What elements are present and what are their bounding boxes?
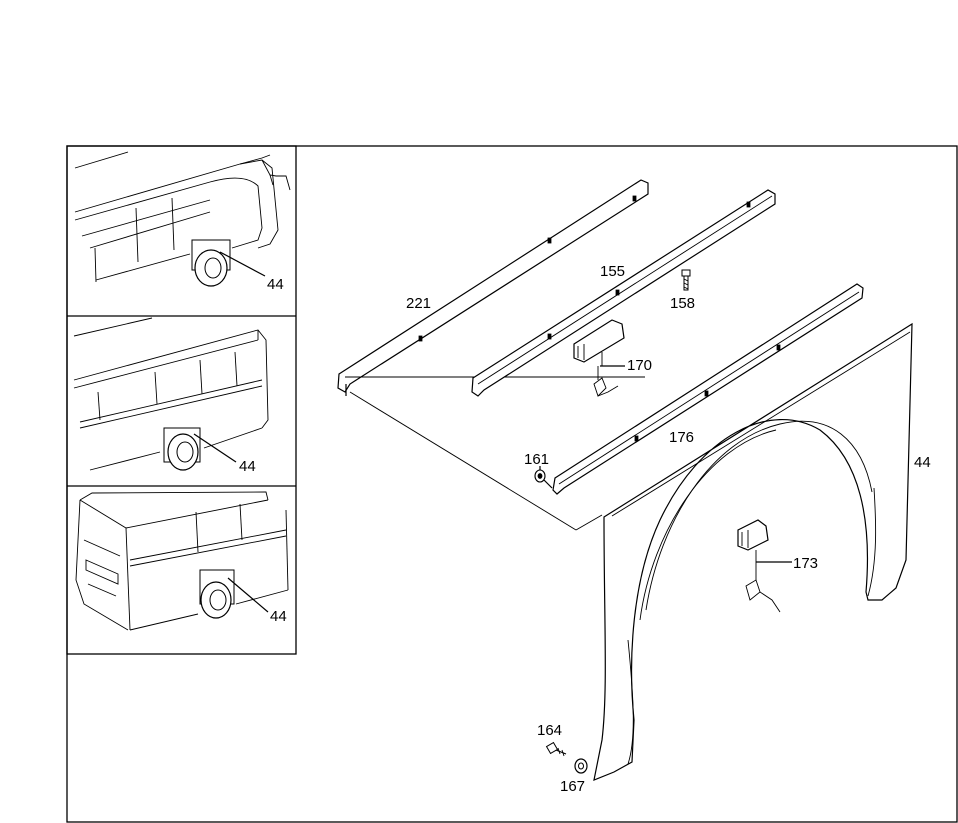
- inset-3-callout: 44: [270, 608, 287, 625]
- inset-2-callout: 44: [239, 458, 256, 475]
- bolt-164: [545, 741, 567, 757]
- inset-panel-border: [66, 145, 297, 655]
- callout-176: 176: [669, 429, 694, 446]
- callout-167: 167: [560, 778, 585, 795]
- bolt-158: [681, 269, 691, 291]
- inset-view-1: [74, 151, 291, 287]
- callout-158: 158: [670, 295, 695, 312]
- rail-176: [552, 283, 864, 495]
- inset-view-3: [75, 491, 289, 631]
- inset-view-2: [73, 317, 269, 471]
- clip-173: [737, 519, 792, 613]
- callout-221: 221: [406, 295, 431, 312]
- rail-155: [471, 189, 776, 397]
- washer-167: [574, 758, 588, 774]
- callout-173: 173: [793, 555, 818, 572]
- clip-170: [573, 319, 625, 397]
- callout-170: 170: [627, 357, 652, 374]
- inset-1-callout: 44: [267, 276, 284, 293]
- fender-44: [593, 322, 913, 781]
- callout-161: 161: [524, 451, 549, 468]
- callout-155: 155: [600, 263, 625, 280]
- callout-164: 164: [537, 722, 562, 739]
- rail-221: [337, 179, 649, 396]
- screw-161: [534, 466, 553, 489]
- callout-44: 44: [914, 454, 931, 471]
